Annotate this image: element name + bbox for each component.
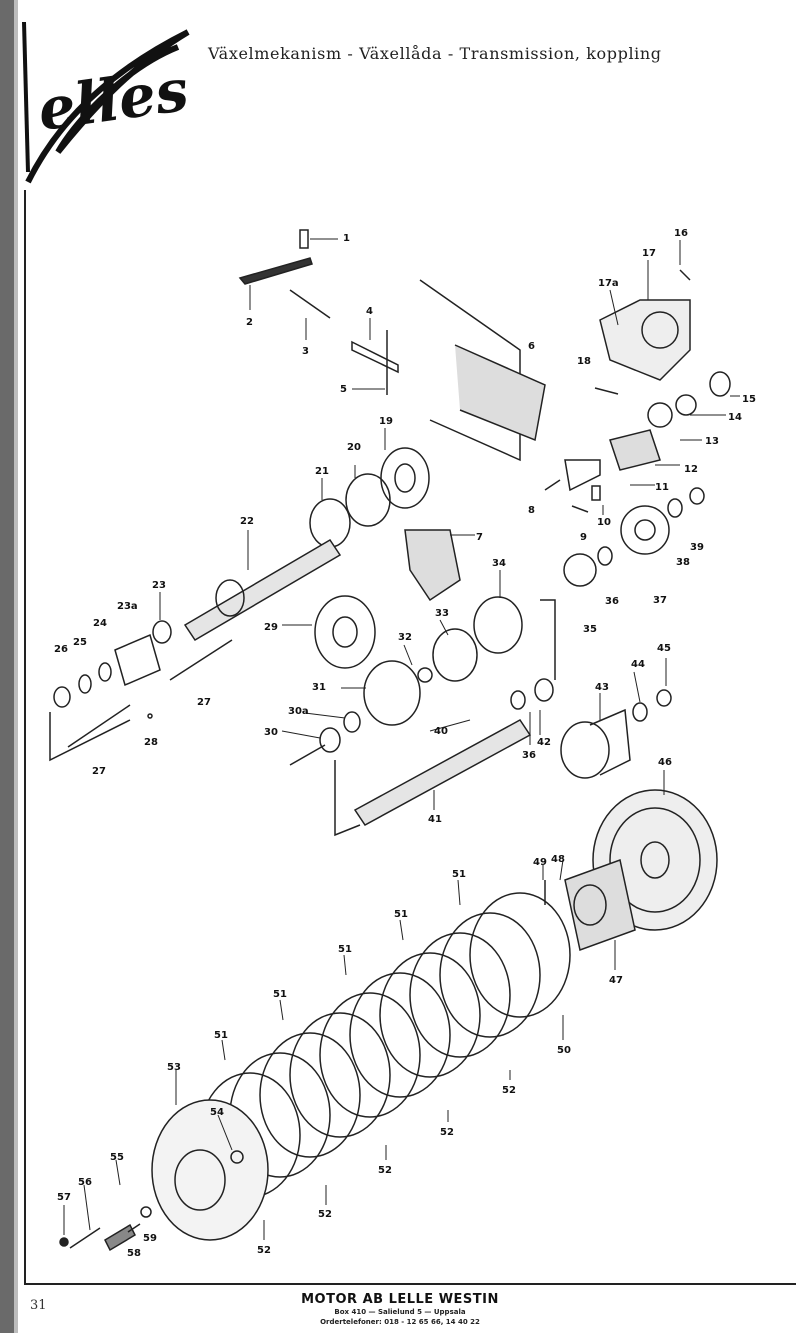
lelles-logo: elles [22,22,192,184]
part-label-27a: 27 [197,697,211,708]
part-label-22: 22 [240,516,254,527]
part-label-58: 58 [127,1248,141,1259]
part-label-25: 25 [73,637,87,648]
part-label-43: 43 [595,682,609,693]
part-label-29: 29 [264,622,278,633]
part-label-20: 20 [347,442,361,453]
part-label-13: 13 [705,436,719,447]
part-label-4: 4 [366,306,373,317]
part-label-10: 10 [597,517,611,528]
part-label-7: 7 [476,532,483,543]
part-label-5: 5 [340,384,347,395]
part-label-3: 3 [302,346,309,357]
part-label-55: 55 [110,1152,124,1163]
part-label-45: 45 [657,643,671,654]
part-label-14: 14 [728,412,742,423]
part-label-30: 30 [264,727,278,738]
part-label-26: 26 [54,644,68,655]
part-label-59: 59 [143,1233,157,1244]
page-edge-shadow [0,0,14,1333]
part-label-51c: 51 [338,944,352,955]
part-label-18: 18 [577,356,591,367]
part-label-33: 33 [435,608,449,619]
part-label-46: 46 [658,757,672,768]
part-label-23a: 23a [117,601,138,612]
company-address: Box 410 — Salielund 5 — Uppsala [334,1308,466,1316]
part-label-17: 17 [642,248,656,259]
company-name: MOTOR AB LELLE WESTIN [301,1292,499,1307]
part-label-51d: 51 [273,989,287,1000]
part-label-24: 24 [93,618,107,629]
part-label-50: 50 [557,1045,571,1056]
part-label-36b: 36 [522,750,536,761]
part-label-54: 54 [210,1107,224,1118]
part-label-1: 1 [343,233,350,244]
part-label-38: 38 [676,557,690,568]
part-label-34: 34 [492,558,506,569]
part-label-6: 6 [528,341,535,352]
part-label-28: 28 [144,737,158,748]
part-label-52e: 52 [257,1245,271,1256]
company-phones: Ordertelefoner: 018 - 12 65 66, 14 40 22 [320,1318,480,1326]
part-label-53: 53 [167,1062,181,1073]
part-label-57: 57 [57,1192,71,1203]
part-label-47: 47 [609,975,623,986]
part-label-49: 49 [533,857,547,868]
part-label-52b: 52 [440,1127,454,1138]
part-label-23: 23 [152,580,166,591]
part-label-27b: 27 [92,766,106,777]
part-label-19: 19 [379,416,393,427]
exploded-parts-diagram: 123456789101112131415161717a181920212223… [49,228,756,1259]
page-title: Växelmekanism - Växellåda - Transmission… [208,44,662,63]
part-label-30a: 30a [288,706,309,717]
part-label-39: 39 [690,542,704,553]
part-label-21: 21 [315,466,329,477]
part-label-16: 16 [674,228,688,239]
part-label-35: 35 [583,624,597,635]
part-label-56: 56 [78,1177,92,1188]
part-label-8: 8 [528,505,535,516]
part-label-42: 42 [537,737,551,748]
part-label-52a: 52 [502,1085,516,1096]
part-label-32: 32 [398,632,412,643]
part-label-36a: 36 [605,596,619,607]
part-label-12: 12 [684,464,698,475]
page-edge-highlight [14,0,18,1333]
part-label-51e: 51 [214,1030,228,1041]
part-label-17a: 17a [598,278,619,289]
part-label-37: 37 [653,595,667,606]
part-label-15: 15 [742,394,756,405]
part-label-41: 41 [428,814,442,825]
part-label-51b: 51 [394,909,408,920]
part-label-44: 44 [631,659,645,670]
part-label-48: 48 [551,854,565,865]
part-label-11: 11 [655,482,669,493]
part-label-9: 9 [580,532,587,543]
part-label-51a: 51 [452,869,466,880]
part-label-2: 2 [246,317,253,328]
part-label-31: 31 [312,682,326,693]
page-number: 31 [30,1298,47,1313]
part-label-40: 40 [434,726,448,737]
part-label-52c: 52 [378,1165,392,1176]
part-label-52d: 52 [318,1209,332,1220]
diagram-frame [24,190,796,1285]
